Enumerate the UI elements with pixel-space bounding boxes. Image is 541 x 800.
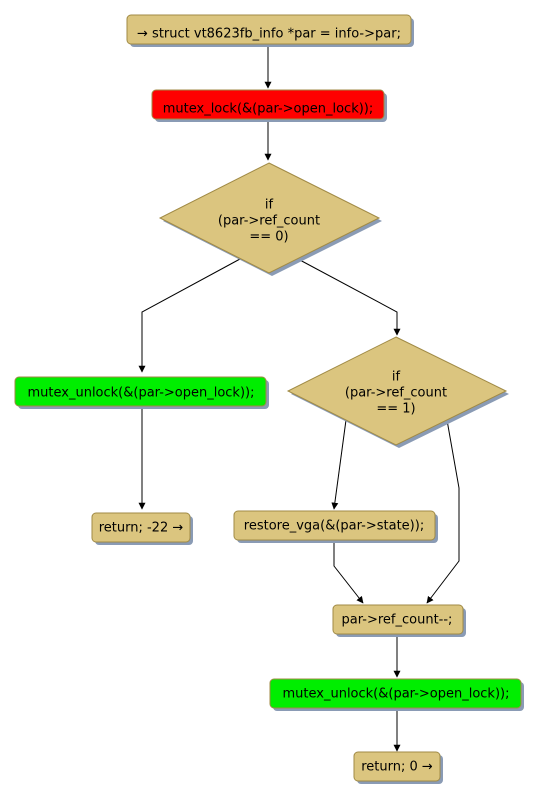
cond2-line-3: == 1) — [376, 402, 415, 417]
node-return-minus-22-label: return; -22 → — [99, 521, 184, 536]
node-refcount-decrement: par->ref_count--; — [332, 604, 466, 637]
node-return-zero: return; 0 → — [353, 751, 443, 784]
node-mutex-lock-label: mutex_lock(&(par->open_lock)); — [163, 102, 374, 117]
edge-cond2-to-restore — [331, 419, 347, 510]
cond1-line-2: (par->ref_count — [218, 214, 320, 229]
edge-restore-to-decrement — [333, 540, 364, 604]
edge-cond1-to-cond2 — [297, 258, 401, 336]
node-mutex-unlock-1-label: mutex_unlock(&(par->open_lock)); — [28, 386, 255, 401]
node-mutex-unlock-1: mutex_unlock(&(par->open_lock)); — [14, 376, 269, 409]
node-start-label: → struct vt8623fb_info *par = info->par; — [137, 27, 401, 42]
node-condition-refcount-zero: if (par->ref_count == 0) — [158, 162, 382, 276]
node-restore-vga-label: restore_vga(&(par->state)); — [244, 519, 424, 534]
node-start: → struct vt8623fb_info *par = info->par; — [126, 14, 414, 47]
node-refcount-decrement-label: par->ref_count--; — [342, 613, 453, 628]
cond1-line-1: if — [265, 198, 274, 213]
node-return-zero-label: return; 0 → — [361, 760, 433, 775]
node-return-minus-22: return; -22 → — [91, 512, 193, 545]
cond1-line-3: == 0) — [249, 230, 288, 245]
cond2-line-2: (par->ref_count — [345, 386, 447, 401]
node-mutex-unlock-2-label: mutex_unlock(&(par->open_lock)); — [283, 687, 510, 702]
node-mutex-lock: mutex_lock(&(par->open_lock)); — [151, 89, 387, 122]
node-restore-vga: restore_vga(&(par->state)); — [233, 510, 438, 543]
node-mutex-unlock-2: mutex_unlock(&(par->open_lock)); — [269, 678, 524, 711]
cond2-line-1: if — [392, 370, 401, 385]
edge-cond2-to-decrement — [426, 419, 460, 604]
edges — [138, 46, 460, 752]
node-condition-refcount-one: if (par->ref_count == 1) — [286, 336, 509, 448]
edge-cond1-to-unlock1 — [138, 258, 241, 373]
